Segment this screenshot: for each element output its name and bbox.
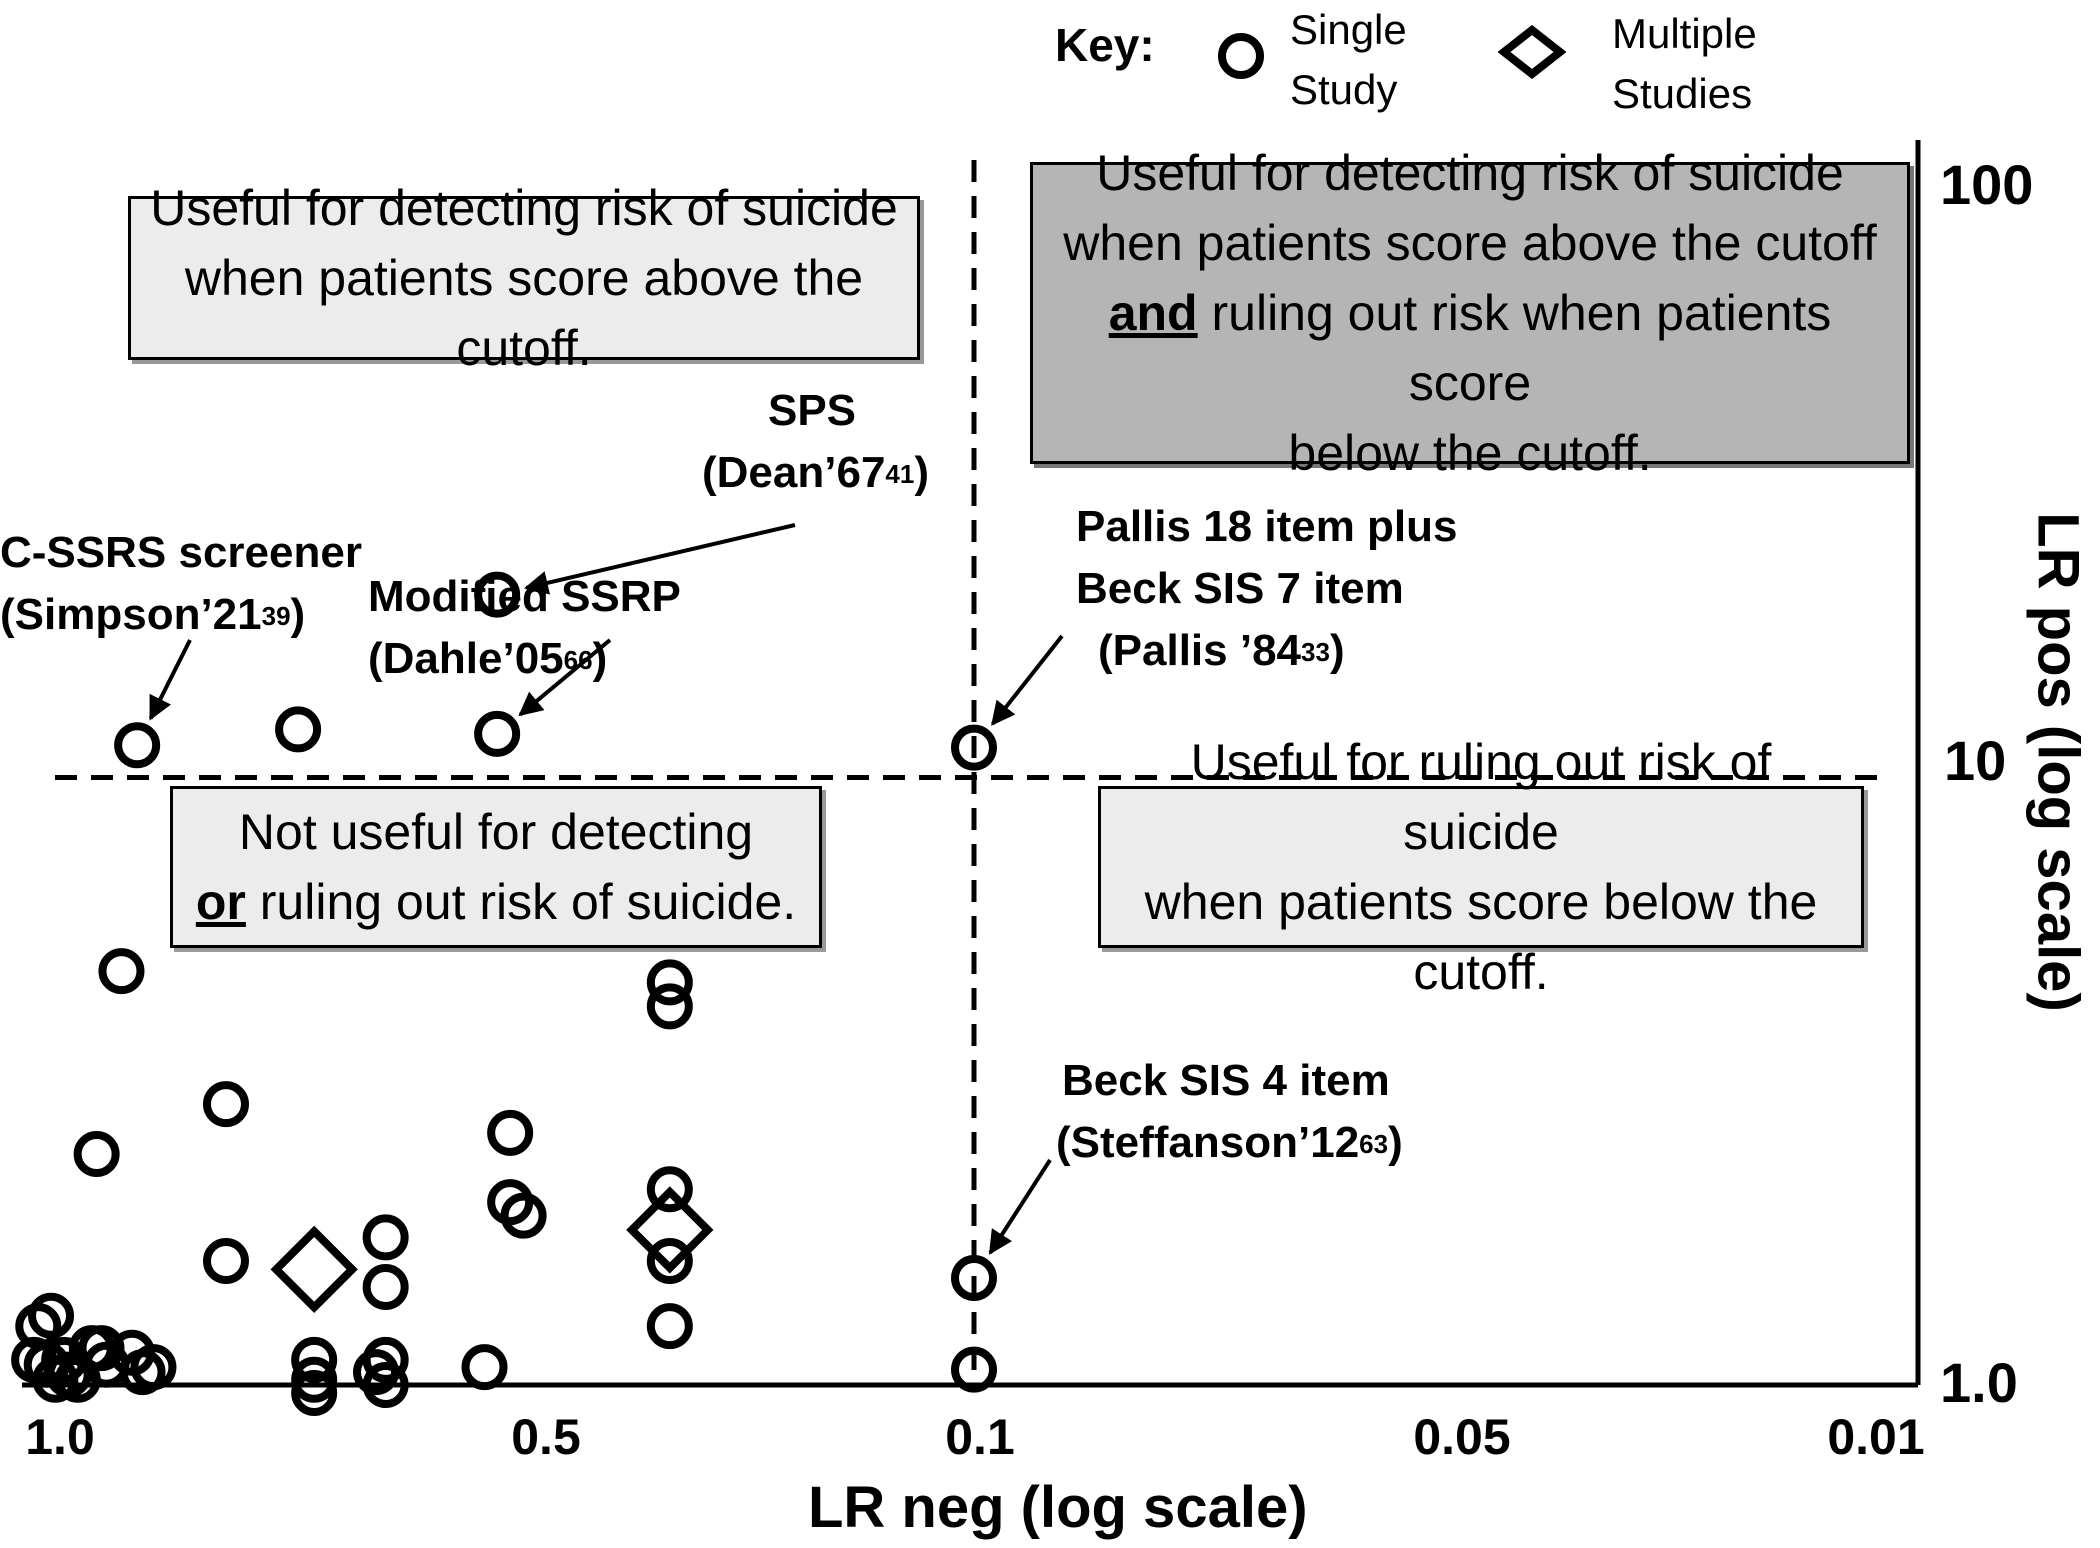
data-point-single-study — [114, 722, 161, 769]
annotation-pallis: Pallis 18 item plus Beck SIS 7 item (Pal… — [1076, 496, 1458, 687]
data-point-single-study — [951, 724, 997, 771]
quadrant-text-top-right-line3: below the cutoff. — [1288, 425, 1652, 481]
data-point-single-study — [487, 1179, 534, 1226]
annotation-ssrp-name: Modified SSRP — [368, 572, 681, 621]
annotation-beck4-close: ) — [1388, 1118, 1403, 1167]
data-point-single-study — [291, 1356, 338, 1403]
annotation-ssrp-close: ) — [592, 634, 608, 683]
quadrant-text-top-right-line1: Useful for detecting risk of suicide whe… — [1063, 145, 1877, 271]
annotation-pallis-close: ) — [1329, 626, 1345, 675]
annotation-sps: SPS (Dean’6741) — [702, 380, 929, 509]
quadrant-text-top-right-line2: ruling out risk when patients score — [1197, 285, 1832, 411]
annotation-arrow-pallis — [991, 634, 1064, 726]
annotation-arrow-ssrp — [518, 638, 612, 717]
y-tick-label: 1.0 — [1940, 1351, 2018, 1414]
data-point-single-study — [646, 1166, 693, 1213]
annotation-cssrs-sup: 39 — [261, 601, 291, 631]
data-point-single-study — [275, 706, 322, 753]
y-tick-label: 10 — [1944, 729, 2007, 792]
data-point-single-study — [646, 1237, 693, 1284]
data-point-single-study — [202, 1081, 249, 1128]
data-point-single-study — [461, 1344, 508, 1391]
quadrant-text-bottom-left-or: or — [195, 874, 246, 930]
annotation-pallis-ref: (Pallis ’84 — [1098, 626, 1302, 675]
data-point-single-study — [362, 1263, 409, 1310]
data-point-multiple-studies — [626, 1186, 714, 1274]
x-axis-title: LR neg (log scale) — [808, 1475, 1308, 1540]
annotation-beck4-sup: 63 — [1359, 1129, 1389, 1159]
annotation-sps-sup: 41 — [885, 459, 915, 489]
x-tick-label: 0.01 — [1827, 1409, 1925, 1465]
quadrant-text-bottom-right: Useful for ruling out risk of suicide wh… — [1144, 734, 1818, 1000]
data-point-single-study — [500, 1192, 547, 1239]
annotation-cssrs-name: C-SSRS screener — [0, 528, 362, 577]
legend-title: Key: — [1055, 19, 1155, 71]
annotation-sps-close: ) — [914, 448, 929, 497]
annotation-cssrs-ref: (Simpson’21 — [0, 590, 262, 639]
y-tick-label: 100 — [1940, 153, 2034, 216]
quadrant-text-bottom-left-line1: Not useful for detecting — [238, 804, 754, 860]
data-point-single-study — [474, 710, 521, 757]
data-point-single-study — [646, 983, 693, 1030]
data-point-single-study — [291, 1336, 338, 1383]
quadrant-text-top-right-and: and — [1108, 285, 1198, 341]
legend-marker-single-study — [1218, 33, 1264, 79]
annotation-ssrp-ref: (Dahle’05 — [368, 634, 564, 683]
x-tick-label: 1.0 — [25, 1409, 95, 1465]
quadrant-text-bottom-left-line2: ruling out risk of suicide. — [245, 874, 797, 930]
quadrant-box-top-left: Useful for detecting risk of suicide whe… — [128, 180, 920, 376]
annotation-arrow-beck4 — [988, 1158, 1052, 1255]
data-point-single-study — [98, 948, 145, 995]
data-point-single-study — [951, 1255, 997, 1302]
annotation-beck4-ref: (Steffanson’12 — [1056, 1118, 1360, 1167]
x-tick-label: 0.05 — [1413, 1409, 1511, 1465]
quadrant-text-top-right: Useful for detecting risk of suicide whe… — [1045, 138, 1895, 488]
annotation-sps-name: SPS — [767, 386, 857, 435]
quadrant-box-bottom-left: Not useful for detecting or ruling out r… — [170, 786, 822, 948]
annotation-pallis-sup: 33 — [1301, 637, 1330, 667]
quadrant-box-top-right: Useful for detecting risk of suicide whe… — [1030, 145, 1910, 481]
legend-label-multiple-studies: Multiple Studies — [1612, 10, 1757, 117]
annotation-cssrs: C-SSRS screener (Simpson’2139) — [0, 522, 362, 651]
data-point-single-study — [130, 1344, 177, 1391]
data-point-single-study — [487, 1109, 534, 1156]
quadrant-text-bottom-left: Not useful for detecting or ruling out r… — [196, 797, 796, 937]
annotation-cssrs-close: ) — [290, 590, 306, 639]
annotation-beck4-name: Beck SIS 4 item — [1062, 1056, 1390, 1105]
data-point-single-study — [291, 1370, 338, 1417]
data-point-single-study — [202, 1237, 249, 1284]
data-point-single-study — [646, 1303, 693, 1350]
y-axis-title: LR pos (log scale) — [2025, 512, 2091, 1012]
data-point-single-study — [28, 1292, 75, 1339]
annotation-arrow-sps — [524, 523, 796, 595]
annotation-pallis-name-1: Pallis 18 item plus — [1076, 502, 1458, 551]
x-tick-label: 0.5 — [511, 1409, 581, 1465]
data-point-single-study — [73, 1131, 120, 1178]
annotation-arrow-cssrs — [148, 639, 192, 721]
annotation-ssrp: Modified SSRP (Dahle’0566) — [368, 566, 681, 695]
annotation-beck4: Beck SIS 4 item (Steffanson’1263) — [1056, 1050, 1403, 1179]
quadrant-box-bottom-right: Useful for ruling out risk of suicide wh… — [1098, 734, 1864, 1000]
annotation-sps-ref: (Dean’67 — [702, 448, 886, 497]
annotation-ssrp-sup: 66 — [563, 645, 593, 675]
data-point-single-study — [362, 1214, 409, 1261]
x-tick-label: 0.1 — [945, 1409, 1015, 1465]
annotation-pallis-name-2: Beck SIS 7 item — [1076, 564, 1404, 613]
data-point-multiple-studies — [270, 1225, 358, 1314]
legend-label-single-study: Single Study — [1290, 6, 1407, 113]
data-point-single-study — [646, 959, 693, 1006]
legend-marker-multiple-studies — [1497, 24, 1567, 80]
data-point-single-study — [474, 571, 521, 618]
quadrant-text-top-left: Useful for detecting risk of suicide whe… — [150, 180, 898, 376]
data-point-single-study — [951, 1346, 997, 1393]
data-point-single-study — [362, 1362, 409, 1408]
